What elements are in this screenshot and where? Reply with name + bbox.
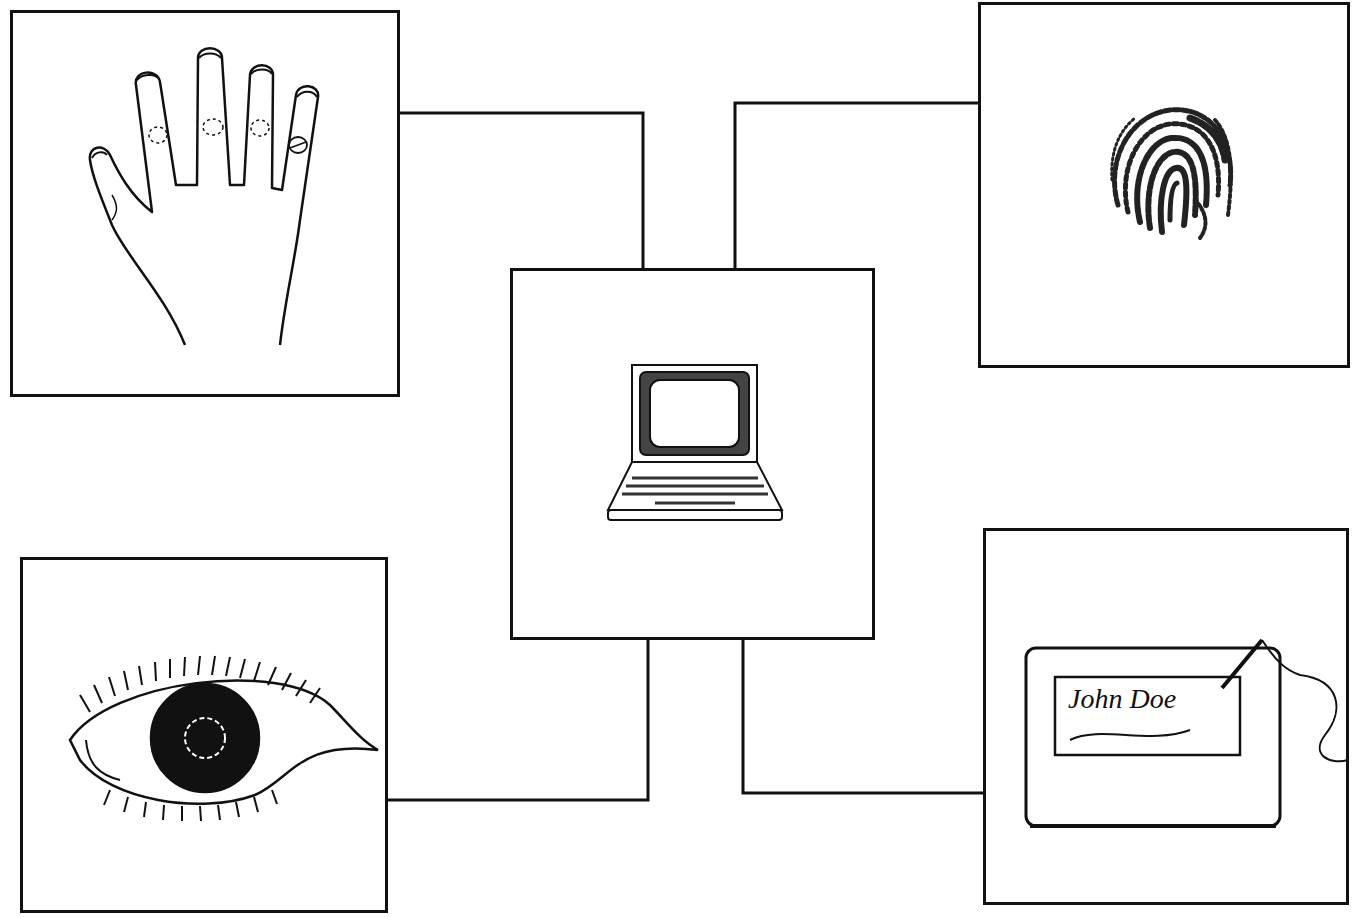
biometric-box bbox=[20, 557, 388, 913]
connector-line bbox=[400, 113, 643, 268]
biometric-box bbox=[978, 2, 1350, 368]
hand-illustration bbox=[90, 48, 318, 345]
signature-box: John Doe bbox=[983, 528, 1349, 905]
fingerprint-illustration bbox=[1112, 110, 1231, 238]
computer-box bbox=[510, 268, 875, 640]
signature-text: John Doe bbox=[1068, 683, 1176, 715]
connector-line bbox=[735, 103, 978, 268]
biometric-box bbox=[10, 10, 400, 397]
eye-illustration bbox=[70, 656, 378, 821]
connector-line bbox=[743, 640, 983, 793]
computer-illustration bbox=[608, 365, 782, 520]
signature-pad-illustration bbox=[1026, 640, 1348, 826]
connector-line bbox=[388, 640, 648, 800]
